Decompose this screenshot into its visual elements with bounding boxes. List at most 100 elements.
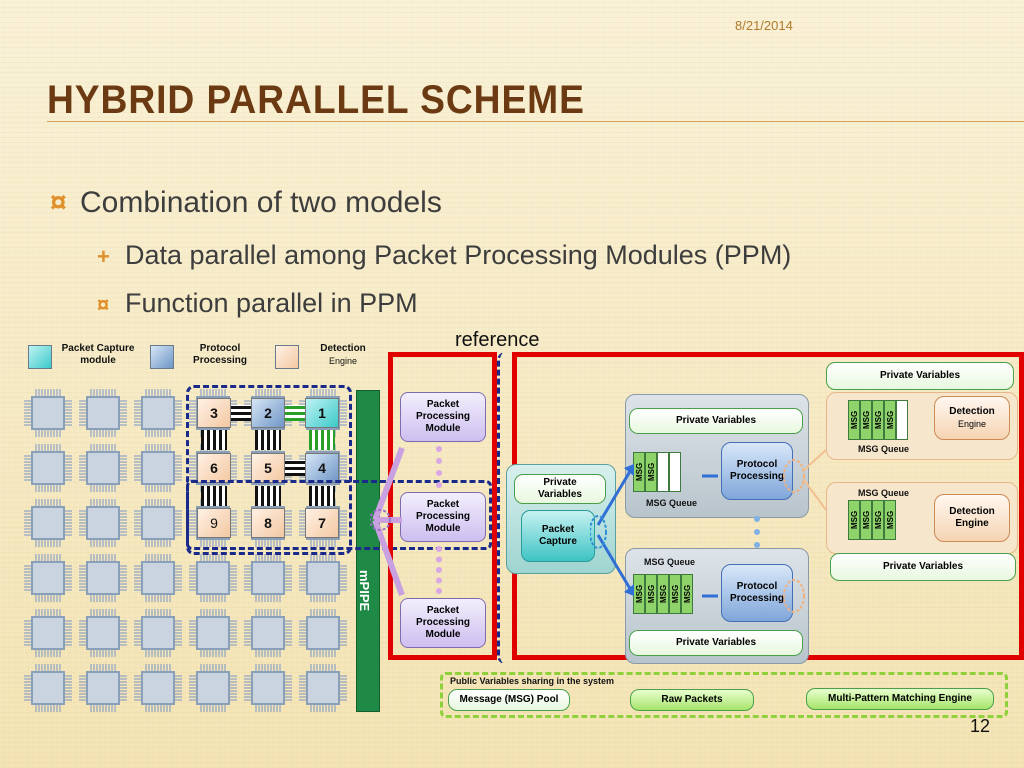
- bullet-marker-icon: ¤: [50, 186, 67, 219]
- pc-l2: Capture: [539, 536, 577, 547]
- pv-l1: Private: [543, 477, 577, 488]
- ppm-dotted-link: [436, 546, 450, 594]
- connector: [201, 486, 227, 506]
- bullet-1-text: Combination of two models: [80, 186, 442, 219]
- plus-marker-icon: +: [97, 244, 110, 269]
- de-l1: Detection: [949, 406, 995, 417]
- msg-cell: MSG: [884, 500, 896, 540]
- connector: [201, 430, 227, 450]
- tile-4: 4: [305, 453, 339, 483]
- msg-cell: MSG: [860, 400, 872, 440]
- msg-queue-detect-bottom: MSG MSG MSG MSG: [848, 500, 896, 540]
- tile-8: 8: [251, 508, 285, 538]
- processor-chip: [251, 671, 285, 705]
- processor-chip: [31, 506, 65, 540]
- connector: [255, 486, 281, 506]
- private-vars-top: Private Variables: [629, 408, 803, 434]
- blue-dash-curve: [497, 352, 514, 664]
- tile-5: 5: [251, 453, 285, 483]
- processor-chip: [31, 671, 65, 705]
- msg-queue-label: MSG Queue: [858, 444, 910, 454]
- msg-queue-label: MSG Queue: [646, 498, 698, 508]
- ppm-l3: Module: [425, 423, 461, 434]
- legend-capture-l2: module: [80, 355, 116, 366]
- tile-7: 7: [305, 508, 339, 538]
- ppm-l2: Processing: [416, 511, 470, 522]
- pv-l2: Variables: [538, 489, 582, 500]
- processor-chip: [196, 561, 230, 595]
- processor-chip: [306, 671, 340, 705]
- slide-date: 8/21/2014: [735, 18, 793, 33]
- processor-chip: [86, 616, 120, 650]
- private-vars-bottom: Private Variables: [629, 630, 803, 656]
- processor-chip: [196, 671, 230, 705]
- processor-chip: [86, 451, 120, 485]
- msg-cell: MSG: [884, 400, 896, 440]
- pp-l2: Processing: [730, 471, 784, 482]
- connector: [231, 405, 251, 421]
- legend-protocol-l2: Processing: [193, 355, 247, 366]
- processor-chip: [251, 616, 285, 650]
- legend-capture-l1: Packet Capture: [61, 343, 135, 354]
- processor-chip: [141, 616, 175, 650]
- processor-chip: [86, 506, 120, 540]
- mpipe-bar: [356, 390, 380, 712]
- legend-protocol-swatch: [150, 345, 174, 369]
- connector: [285, 405, 305, 421]
- pp-l1: Protocol: [736, 581, 778, 592]
- mpm-engine-box: Multi-Pattern Matching Engine: [806, 688, 994, 710]
- bullet-2: + Data parallel among Packet Processing M…: [97, 240, 791, 271]
- processor-chip: [31, 396, 65, 430]
- msg-queue-detect-top: MSG MSG MSG MSG: [848, 400, 908, 440]
- processor-chip: [31, 561, 65, 595]
- ppm-dotted-link: [436, 446, 450, 488]
- msg-cell: MSG: [860, 500, 872, 540]
- processor-chip: [86, 561, 120, 595]
- bullet-3-text: Function parallel in PPM: [125, 288, 418, 318]
- bullet-2-text: Data parallel among Packet Processing Mo…: [125, 240, 792, 270]
- pp-l2: Processing: [730, 593, 784, 604]
- blue-dash-frame: [186, 480, 492, 550]
- processor-chip: [31, 451, 65, 485]
- processor-chip: [31, 616, 65, 650]
- connector: [309, 486, 335, 506]
- ppm-l2: Processing: [416, 411, 470, 422]
- msg-queue-label: MSG Queue: [858, 488, 910, 498]
- legend-capture-swatch: [28, 345, 52, 369]
- tile-9: 9: [197, 508, 231, 538]
- tile-group-frame: [186, 385, 352, 555]
- legend-detection-l1: Detection: [320, 343, 366, 354]
- pp-l1: Protocol: [736, 459, 778, 470]
- de-l1: Detection: [949, 506, 995, 517]
- processor-chip: [86, 671, 120, 705]
- public-variables-title: Public Variables sharing in the system: [450, 676, 615, 686]
- mpipe-arrows: [370, 446, 405, 597]
- private-vars-detect-top: Private Variables: [826, 362, 1014, 390]
- bullet-1: ¤ Combination of two models: [50, 186, 442, 220]
- connector: [309, 430, 335, 450]
- connector: [285, 460, 305, 476]
- legend-protocol-l1: Protocol: [199, 343, 241, 354]
- tile-2: 2: [251, 398, 285, 428]
- ppm-l2: Processing: [416, 617, 470, 628]
- msg-cell: MSG: [872, 500, 884, 540]
- processor-chip: [196, 616, 230, 650]
- processor-chip: [141, 451, 175, 485]
- processor-chip: [306, 616, 340, 650]
- msg-cell: MSG: [872, 400, 884, 440]
- pc-l1: Packet: [541, 524, 575, 535]
- msg-cell: MSG: [848, 500, 860, 540]
- de-l2: Engine: [955, 518, 989, 529]
- tile-1: 1: [305, 398, 339, 428]
- mpipe-label: mPIPE: [357, 570, 372, 612]
- processor-chip: [86, 396, 120, 430]
- processor-chip: [141, 671, 175, 705]
